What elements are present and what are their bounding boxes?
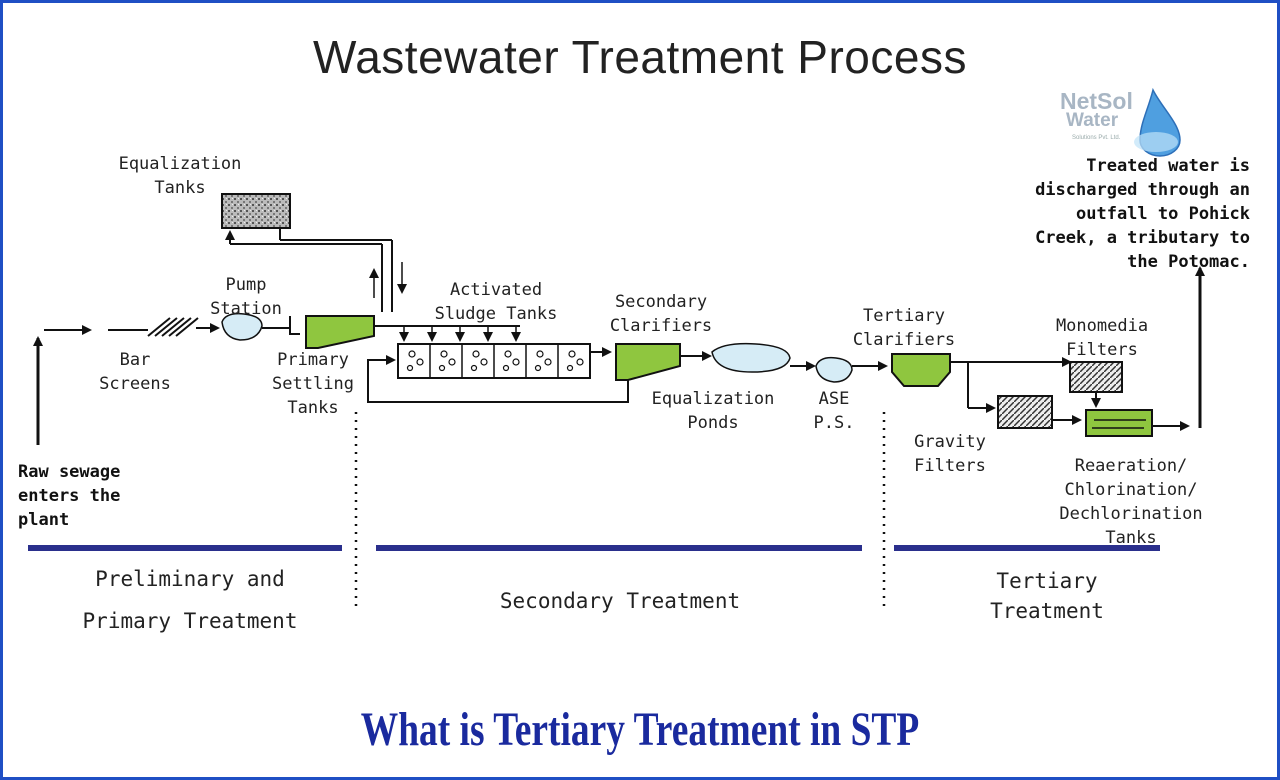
- equalization-tank-icon: [221, 193, 291, 229]
- tertiary-clarifier-icon: [891, 353, 951, 387]
- label-monomedia-filters: Monomedia Filters: [1055, 316, 1149, 360]
- logo-tagline: Solutions Pvt. Ltd.: [1072, 135, 1121, 141]
- page-caption: What is Tertiary Treatment in STP: [360, 703, 920, 756]
- activated-sludge-tanks-icon: [397, 343, 591, 379]
- water-drop-icon: [1134, 87, 1181, 157]
- label-gravity-filters: Gravity Filters: [914, 432, 986, 476]
- label-treated-water: Treated water is discharged through an o…: [1035, 156, 1250, 272]
- section-label-preliminary: Preliminary and Primary Treatment: [82, 567, 298, 633]
- diagram-title: Wastewater Treatment Process: [313, 31, 967, 83]
- logo-text-line1: NetSol: [1060, 88, 1133, 114]
- bar-screens-icon: [147, 317, 199, 337]
- section-bar-tertiary: [894, 545, 1160, 551]
- monomedia-filter-icon: [1069, 361, 1123, 393]
- primary-settling-tank-icon: [305, 315, 375, 349]
- section-label-secondary: Secondary Treatment: [499, 589, 741, 613]
- label-raw-sewage: Raw sewage enters the plant: [18, 462, 121, 530]
- reaeration-tank-icon: [1085, 409, 1153, 437]
- section-bar-preliminary: [28, 545, 342, 551]
- label-bar-screens: Bar Screens: [99, 350, 171, 394]
- logo-text-line2: Water: [1066, 110, 1119, 131]
- netsol-logo: NetSol Water Solutions Pvt. Ltd.: [1058, 84, 1188, 160]
- label-equalization-ponds: Equalization Ponds: [651, 389, 775, 433]
- pump-station-icon: [221, 312, 263, 341]
- label-reaeration-tanks: Reaeration/ Chlorination/ Dechlorination…: [1059, 456, 1203, 548]
- equalization-pond-icon: [711, 342, 791, 373]
- secondary-clarifier-icon: [615, 343, 681, 381]
- label-pump-station: Pump Station: [210, 275, 282, 319]
- label-primary-settling-tanks: Primary Settling Tanks: [272, 350, 354, 418]
- section-label-tertiary: Tertiary Treatment: [990, 569, 1104, 623]
- label-secondary-clarifiers: Secondary Clarifiers: [609, 292, 713, 336]
- gravity-filter-icon: [997, 395, 1053, 429]
- section-bar-secondary: [376, 545, 862, 551]
- label-activated-sludge-tanks: Activated Sludge Tanks: [434, 280, 558, 324]
- label-ase-ps: ASE P.S.: [813, 389, 855, 433]
- label-tertiary-clarifiers: Tertiary Clarifiers: [852, 306, 956, 350]
- label-equalization-tanks: Equalization Tanks: [118, 154, 242, 198]
- ase-pump-station-icon: [815, 356, 853, 383]
